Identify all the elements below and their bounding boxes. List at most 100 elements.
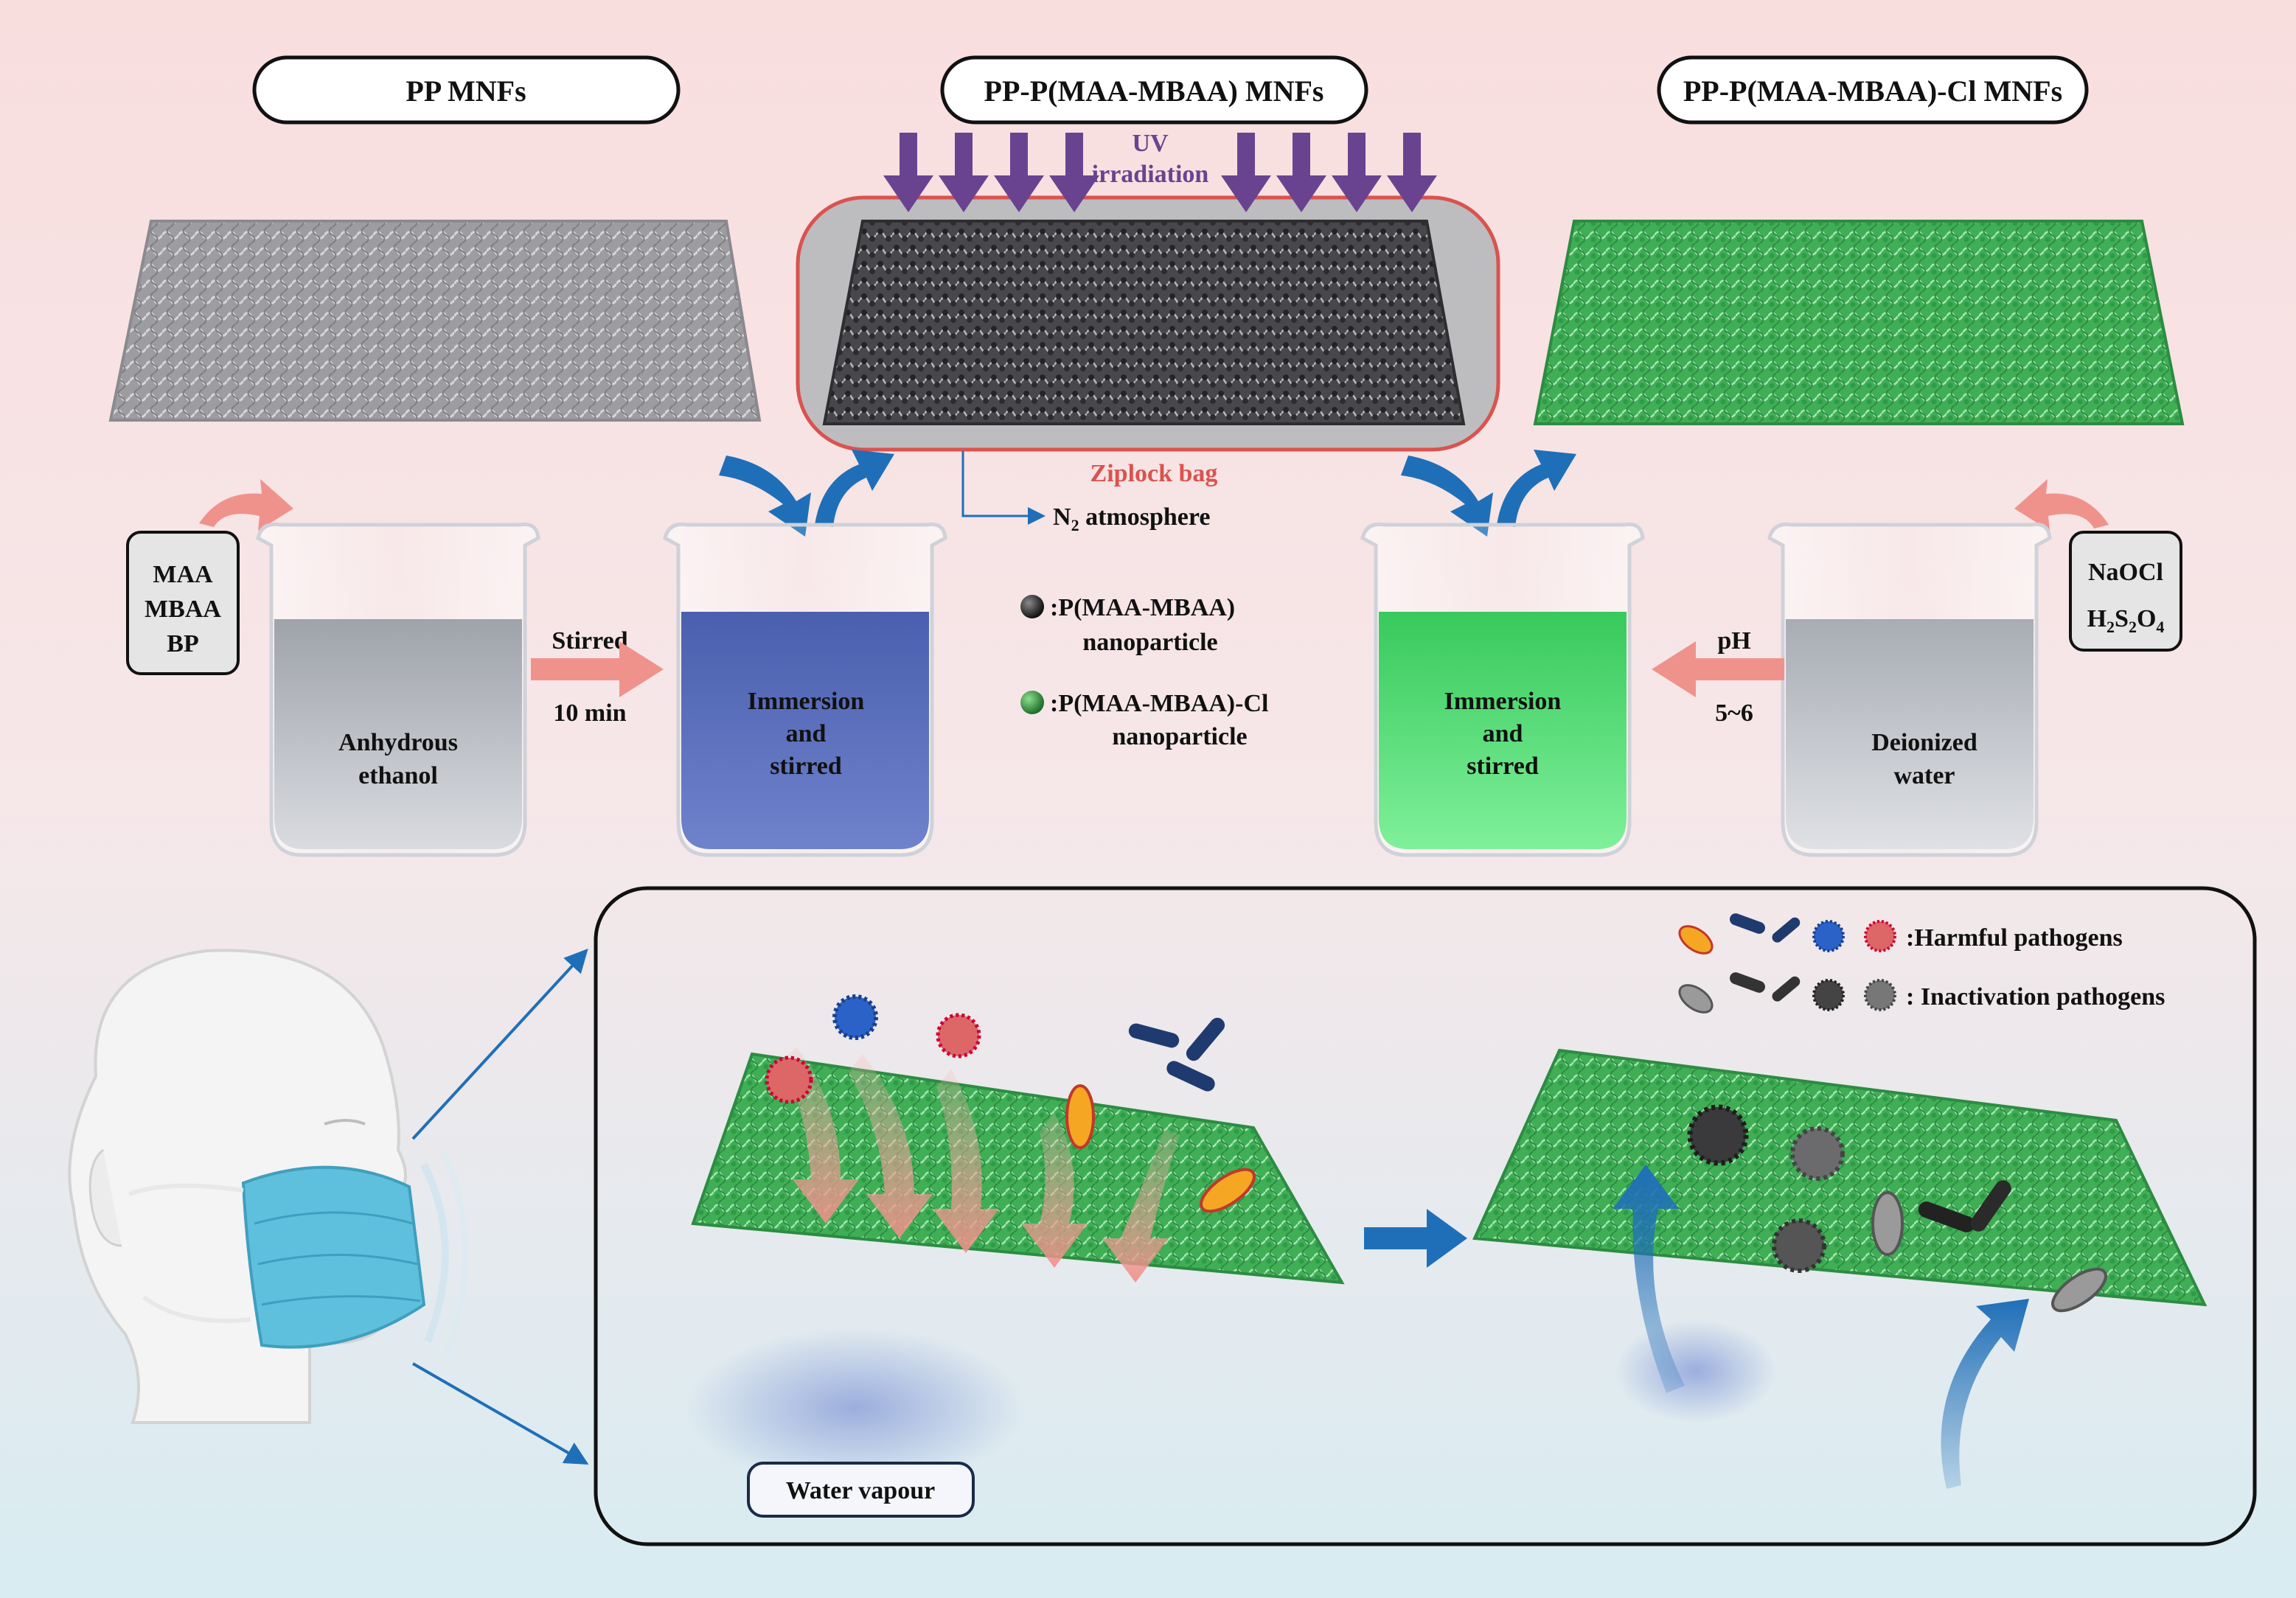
reagents-right-box: NaOCl H2S2O4: [2069, 531, 2182, 652]
ph-value-label: 5~6: [1715, 699, 1753, 727]
dead-virus-icon: [1790, 1126, 1845, 1181]
uv-arrow-icon: [1049, 133, 1099, 212]
ziplock-label: Ziplock bag: [1090, 460, 1218, 487]
airflow-arrow-icon: [1021, 1113, 1088, 1268]
uv-label-line2: irradiation: [1092, 161, 1209, 188]
red-virus-icon: [1864, 920, 1896, 952]
beaker-water: Deionized water: [1767, 522, 2052, 857]
vapour-cloud: [1615, 1319, 1777, 1423]
reagent-h2s2o4: H2S2O4: [2087, 605, 2165, 636]
beaker-monomer: Immersion and stirred: [663, 522, 947, 857]
airflow-arrow-icon: [933, 1069, 999, 1253]
bacterium-icon: [1200, 1168, 1256, 1213]
vapour-cloud: [686, 1327, 1025, 1489]
water-vapour-label: Water vapour: [786, 1477, 935, 1504]
curved-arrow-down-icon: [719, 456, 811, 537]
uv-arrow-icon: [1387, 133, 1437, 212]
beaker-monomer-line3: stirred: [770, 753, 842, 780]
n2-connector: [961, 451, 1046, 525]
airflow-arrow-icon: [1102, 1128, 1180, 1283]
beaker-chlorination-line3: stirred: [1467, 753, 1539, 780]
reagent-bp: BP: [167, 630, 198, 657]
uv-arrow-icon: [883, 133, 933, 212]
harmful-pathogen-icons: [1678, 913, 1896, 955]
reagent-maa: MAA: [153, 561, 213, 588]
stir-time-label: 10 min: [553, 699, 626, 727]
filtration-panel: [594, 886, 2257, 1546]
vapour-arrow-up-icon: [1613, 1165, 1685, 1393]
inactivated-pathogens: [1687, 1104, 2107, 1313]
rod-bacteria-icon: [1730, 913, 1765, 934]
green-nanoparticle-icon: [1020, 691, 1044, 714]
reagent-mbaa: MBAA: [145, 596, 221, 623]
ph-arrow-icon: [1652, 641, 1784, 697]
dark-nanoparticle-icon: [1020, 595, 1044, 618]
pink-curved-arrow-icon: [2014, 479, 2109, 531]
pp-label: PP MNFs: [406, 74, 526, 108]
uv-arrow-icon: [1276, 133, 1326, 212]
legend-particle-2-line1: :P(MAA-MBAA)-Cl: [1050, 690, 1268, 717]
grafted-label-box: PP-P(MAA-MBAA) MNFs: [940, 55, 1368, 125]
beaker-ethanol-line2: ethanol: [358, 762, 438, 789]
legend-particle-1-line1: :P(MAA-MBAA): [1050, 594, 1235, 621]
inactivated-pathogen-icons: [1678, 972, 1896, 1013]
uv-arrows: [883, 133, 1437, 212]
blue-virus-icon: [1812, 920, 1845, 952]
pink-curved-arrow-icon: [199, 479, 293, 531]
zoom-line-bottom: [412, 1362, 589, 1465]
uv-arrow-icon: [994, 133, 1044, 212]
beaker-monomer-line1: Immersion: [748, 688, 865, 715]
uv-label-line1: UV: [1132, 130, 1169, 157]
chlorinated-label-box: PP-P(MAA-MBAA)-Cl MNFs: [1657, 55, 2089, 125]
chlorinated-label: PP-P(MAA-MBAA)-Cl MNFs: [1683, 74, 2062, 108]
pp-label-box: PP MNFs: [252, 55, 681, 125]
pp-membrane: [108, 220, 762, 422]
dead-virus-icon: [1772, 1218, 1826, 1273]
filter-membrane-after: [1472, 1048, 2208, 1307]
grafted-membrane: [822, 220, 1466, 425]
dead-bacterium-icon: [1871, 1191, 1904, 1256]
grafted-label: PP-P(MAA-MBAA) MNFs: [984, 74, 1324, 108]
head-with-mask: [68, 949, 469, 1424]
curved-arrow-up-icon: [815, 450, 894, 527]
stirred-label: Stirred: [552, 627, 627, 655]
red-virus-icon: [936, 1013, 981, 1058]
uv-arrow-icon: [939, 133, 989, 212]
stir-arrow-icon: [531, 641, 664, 697]
ph-label: pH: [1717, 627, 1750, 655]
n2-label: N2 atmosphere: [1053, 503, 1210, 534]
legend-particle-2-line2: nanoparticle: [1112, 723, 1247, 750]
dead-rod-bacteria-icon: [1918, 1201, 1975, 1232]
water-vapour-tag: Water vapour: [747, 1462, 975, 1518]
reagent-naocl: NaOCl: [2088, 559, 2163, 586]
beaker-chlorination-line2: and: [1483, 720, 1523, 747]
rod-bacteria-icon: [1128, 1023, 1180, 1048]
uv-arrow-icon: [1221, 133, 1271, 212]
process-arrow-icon: [1364, 1209, 1467, 1268]
bacterium-icon: [1678, 925, 1714, 955]
inactivation-pathogens-label: : Inactivation pathogens: [1906, 983, 2165, 1011]
beaker-chlorination: Immersion and stirred: [1360, 522, 1645, 857]
uv-arrow-icon: [1332, 133, 1382, 212]
beaker-water-line2: water: [1893, 762, 1955, 789]
curved-arrow-up-icon: [1497, 450, 1576, 527]
reagents-left-box: MAA MBAA BP: [126, 531, 240, 675]
beaker-monomer-line2: and: [786, 720, 827, 747]
bacterium-icon: [1065, 1084, 1095, 1149]
beaker-ethanol-line1: Anhydrous: [338, 729, 458, 756]
red-virus-icon: [765, 1056, 813, 1104]
chlorinated-membrane: [1533, 220, 2185, 425]
vapour-arrow-up-icon: [1941, 1299, 2029, 1489]
beaker-water-line1: Deionized: [1871, 729, 1977, 756]
harmful-pathogens-label: :Harmful pathogens: [1906, 924, 2123, 952]
face-mask: [241, 1165, 426, 1349]
transfer-arrows: [719, 450, 1576, 537]
airflow-arrow-icon: [848, 1054, 933, 1238]
beaker-chlorination-line1: Immersion: [1444, 688, 1562, 715]
incoming-pathogens: [765, 994, 1256, 1213]
legend-particle-1-line2: nanoparticle: [1082, 629, 1217, 656]
beaker-ethanol: Anhydrous ethanol: [256, 522, 540, 857]
zoom-line-top: [411, 949, 588, 1140]
blue-virus-icon: [832, 994, 878, 1040]
